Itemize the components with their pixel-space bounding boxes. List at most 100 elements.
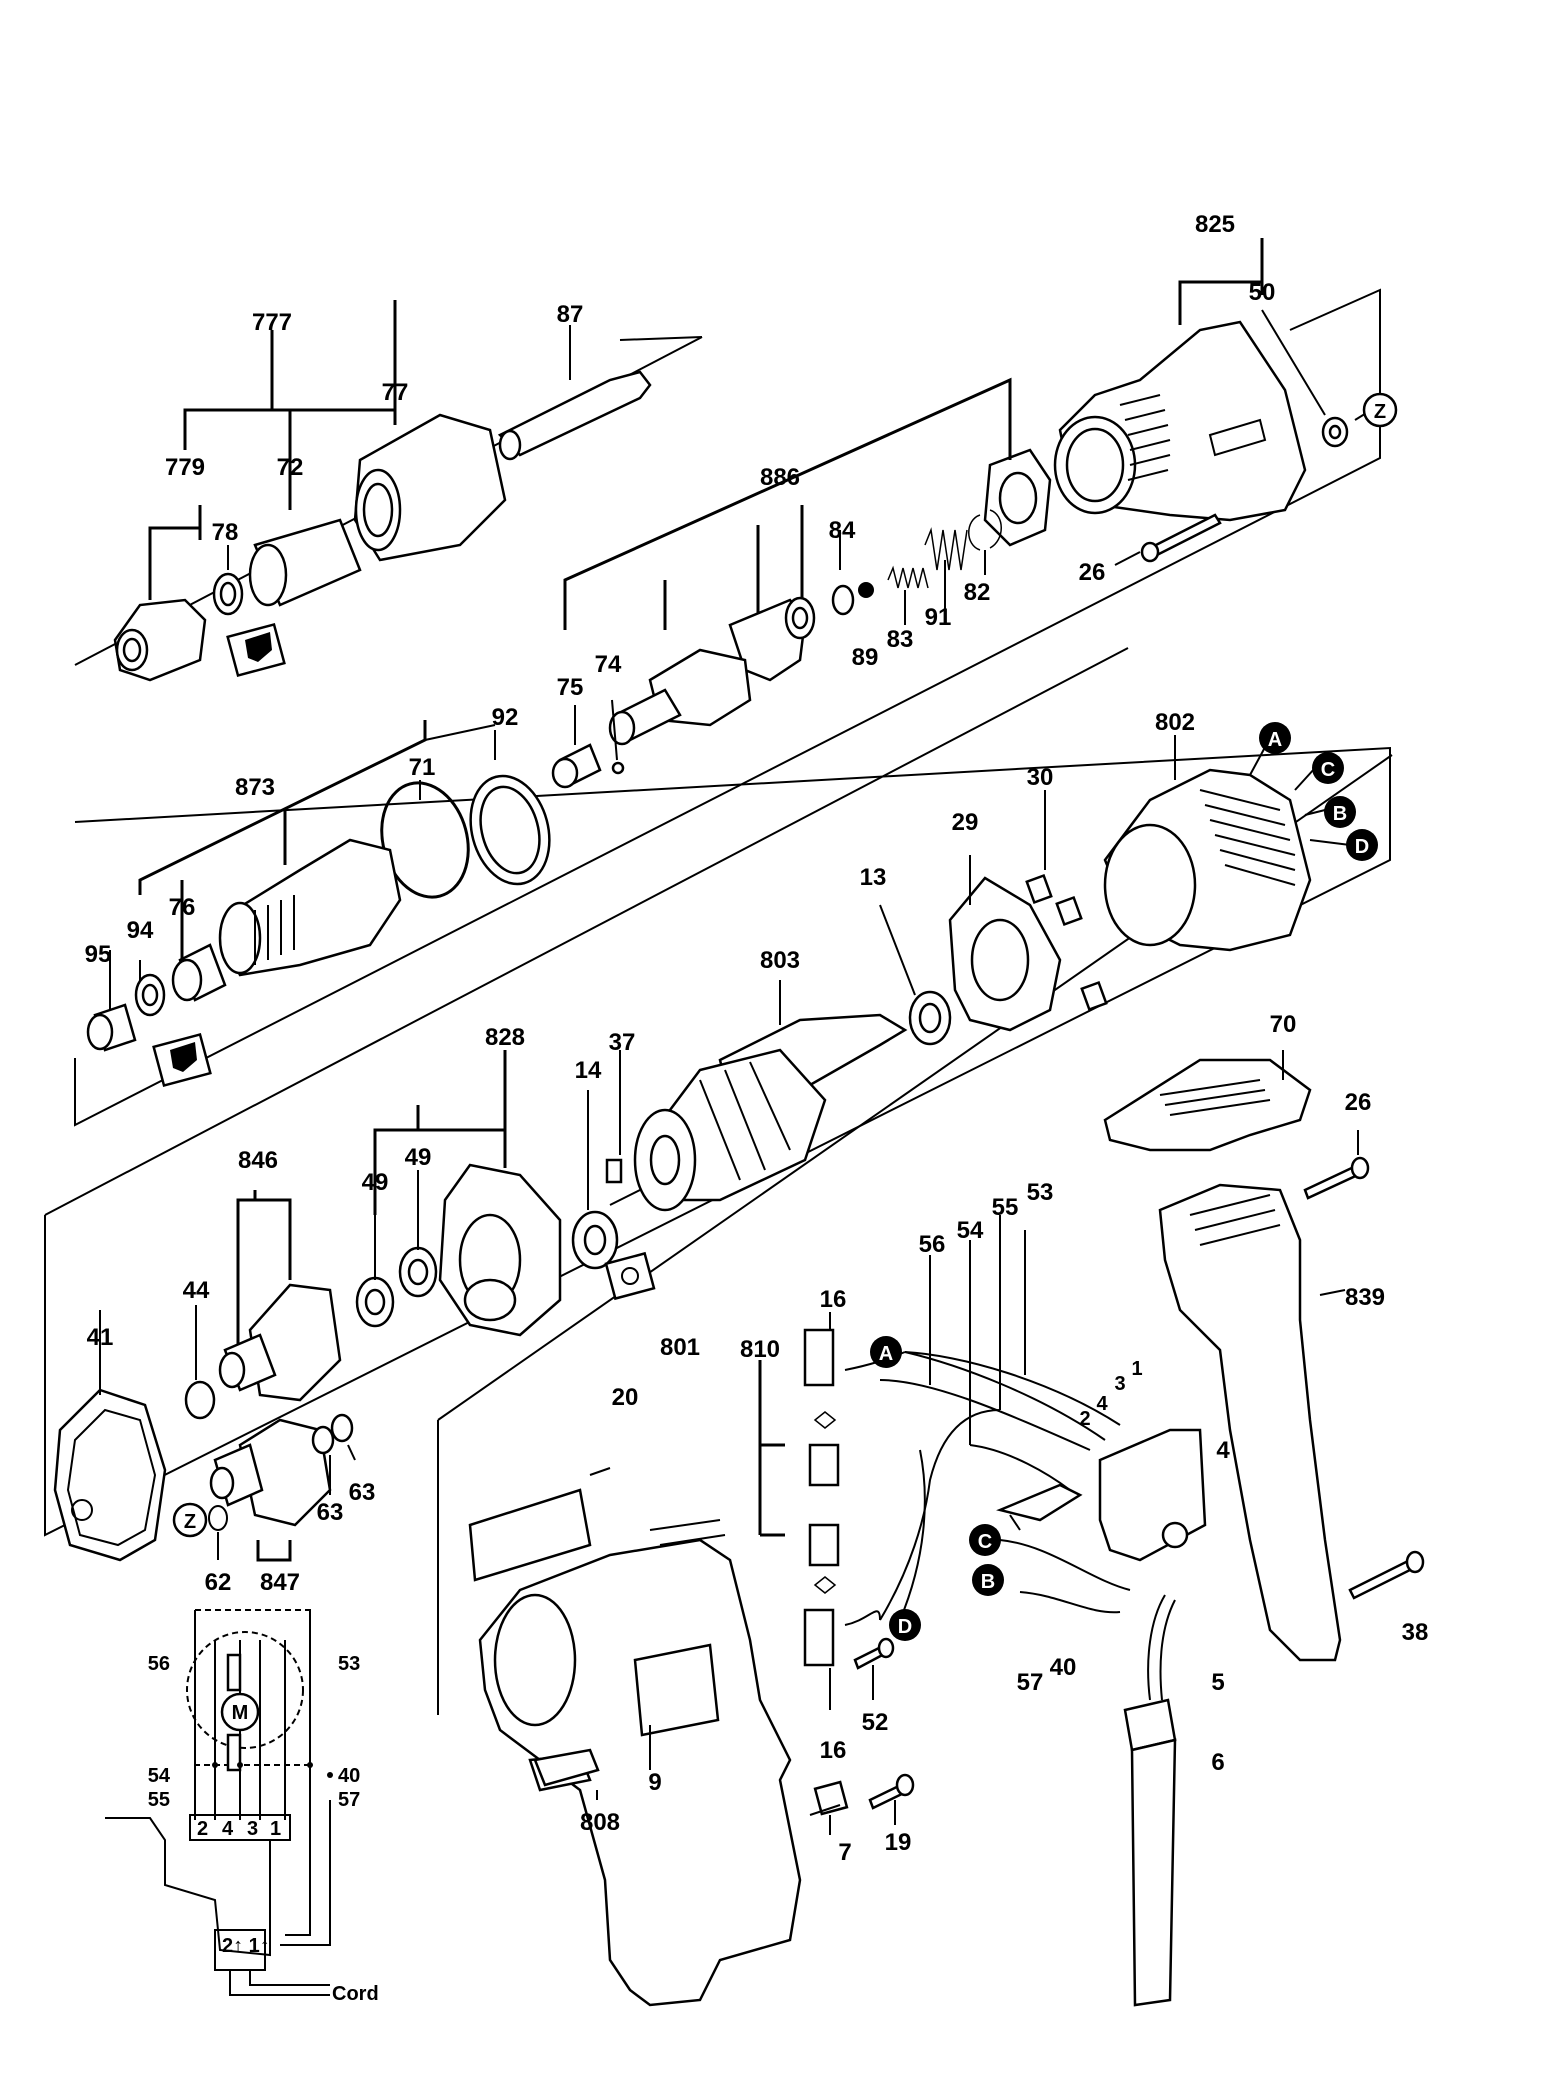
label-38: 38 bbox=[1402, 1619, 1429, 1646]
wiring-bottom-terminals: 2↑ 1↑ bbox=[222, 1935, 270, 1957]
chuck-assembly-777 bbox=[113, 300, 652, 682]
wiring-label-57: 57 bbox=[338, 1789, 360, 1811]
wires-and-switch bbox=[879, 1215, 1207, 2007]
wire-terminal-4: 4 bbox=[1096, 1393, 1108, 1415]
wiring-terminal-3: 3 bbox=[247, 1818, 258, 1840]
marker-D-2: D bbox=[889, 1609, 921, 1641]
label-777: 777 bbox=[252, 309, 292, 336]
svg-text:C: C bbox=[978, 1531, 992, 1553]
label-26-top: 26 bbox=[1079, 559, 1106, 586]
wiring-cord-label: Cord bbox=[332, 1983, 379, 2005]
label-83: 83 bbox=[887, 626, 914, 653]
wiring-label-53: 53 bbox=[338, 1653, 360, 1675]
label-82: 82 bbox=[964, 579, 991, 606]
marker-C-2: C bbox=[969, 1524, 1001, 1556]
wiring-label-40: 40 bbox=[338, 1765, 360, 1787]
label-37: 37 bbox=[609, 1029, 636, 1056]
label-810: 810 bbox=[740, 1336, 780, 1363]
label-87: 87 bbox=[557, 301, 584, 328]
label-16-top: 16 bbox=[820, 1286, 847, 1313]
svg-text:A: A bbox=[879, 1343, 893, 1365]
label-44: 44 bbox=[183, 1277, 210, 1304]
label-13: 13 bbox=[860, 864, 887, 891]
label-84: 84 bbox=[829, 517, 856, 544]
wiring-labels: 56 53 54 55 40 57 M 2 4 3 1 2↑ 1↑ Cord bbox=[148, 1653, 379, 2005]
svg-text:Z: Z bbox=[1374, 401, 1386, 423]
label-29: 29 bbox=[952, 809, 979, 836]
label-54: 54 bbox=[957, 1217, 984, 1244]
label-802: 802 bbox=[1155, 709, 1195, 736]
label-56: 56 bbox=[919, 1231, 946, 1258]
label-41: 41 bbox=[87, 1324, 114, 1351]
label-89: 89 bbox=[852, 644, 879, 671]
label-20: 20 bbox=[612, 1384, 639, 1411]
wire-terminal-3: 3 bbox=[1114, 1373, 1125, 1395]
marker-Z-1: Z bbox=[1362, 392, 1398, 428]
motor-housing-801 bbox=[468, 1312, 915, 2007]
label-77: 77 bbox=[382, 379, 409, 406]
label-57: 57 bbox=[1017, 1669, 1044, 1696]
label-808: 808 bbox=[580, 1809, 620, 1836]
label-847: 847 bbox=[260, 1569, 300, 1596]
svg-text:A: A bbox=[1268, 729, 1282, 751]
label-53: 53 bbox=[1027, 1179, 1054, 1206]
marker-A-2: A bbox=[870, 1336, 902, 1368]
label-49-right: 49 bbox=[405, 1144, 432, 1171]
label-828: 828 bbox=[485, 1024, 525, 1051]
label-72: 72 bbox=[277, 454, 304, 481]
label-886: 886 bbox=[760, 464, 800, 491]
label-92: 92 bbox=[492, 704, 519, 731]
label-825: 825 bbox=[1195, 211, 1235, 238]
armature-803 bbox=[571, 980, 908, 1301]
label-75: 75 bbox=[557, 674, 584, 701]
label-5: 5 bbox=[1211, 1669, 1224, 1696]
handle-839 bbox=[1103, 1050, 1425, 1662]
gear-housing-825 bbox=[551, 238, 1369, 789]
marker-D-1: D bbox=[1346, 829, 1378, 861]
marker-Z-2: Z bbox=[172, 1502, 208, 1538]
label-19: 19 bbox=[885, 1829, 912, 1856]
gears-846-847 bbox=[53, 1190, 356, 1562]
label-70: 70 bbox=[1270, 1011, 1297, 1038]
marker-B-2: B bbox=[972, 1564, 1004, 1596]
svg-text:B: B bbox=[1333, 803, 1347, 825]
label-74: 74 bbox=[595, 651, 622, 678]
svg-text:Z: Z bbox=[184, 1511, 196, 1533]
svg-text:D: D bbox=[1355, 836, 1369, 858]
label-7: 7 bbox=[838, 1839, 851, 1866]
label-16-bottom: 16 bbox=[820, 1737, 847, 1764]
part-labels: 777 87 77 779 72 78 825 50 26 886 84 82 … bbox=[85, 211, 1429, 1866]
svg-text:D: D bbox=[898, 1616, 912, 1638]
label-801: 801 bbox=[660, 1334, 700, 1361]
label-63-right: 63 bbox=[349, 1479, 376, 1506]
wire-terminal-1: 1 bbox=[1131, 1358, 1142, 1380]
label-803: 803 bbox=[760, 947, 800, 974]
label-26-handle: 26 bbox=[1345, 1089, 1372, 1116]
label-62: 62 bbox=[205, 1569, 232, 1596]
label-846: 846 bbox=[238, 1147, 278, 1174]
label-76: 76 bbox=[169, 894, 196, 921]
label-91: 91 bbox=[925, 604, 952, 631]
svg-text:C: C bbox=[1321, 759, 1335, 781]
label-4: 4 bbox=[1216, 1437, 1230, 1464]
wiring-label-55: 55 bbox=[148, 1789, 170, 1811]
label-6: 6 bbox=[1211, 1749, 1224, 1776]
label-95: 95 bbox=[85, 941, 112, 968]
wiring-motor-symbol: M bbox=[232, 1702, 249, 1724]
gear-plate-828 bbox=[355, 1050, 562, 1337]
gearbox-873 bbox=[86, 720, 551, 1088]
wiring-label-54: 54 bbox=[148, 1765, 171, 1787]
wire-terminal-2: 2 bbox=[1079, 1408, 1090, 1430]
wiring-terminal-2: 2 bbox=[197, 1818, 208, 1840]
label-9: 9 bbox=[648, 1769, 661, 1796]
wiring-schematic bbox=[105, 1609, 333, 1996]
label-55: 55 bbox=[992, 1194, 1019, 1221]
label-78: 78 bbox=[212, 519, 239, 546]
label-30: 30 bbox=[1027, 764, 1054, 791]
wiring-label-56: 56 bbox=[148, 1653, 170, 1675]
marker-C-1: C bbox=[1312, 752, 1344, 784]
label-52: 52 bbox=[862, 1709, 889, 1736]
label-50: 50 bbox=[1249, 279, 1276, 306]
marker-B-1: B bbox=[1324, 796, 1356, 828]
